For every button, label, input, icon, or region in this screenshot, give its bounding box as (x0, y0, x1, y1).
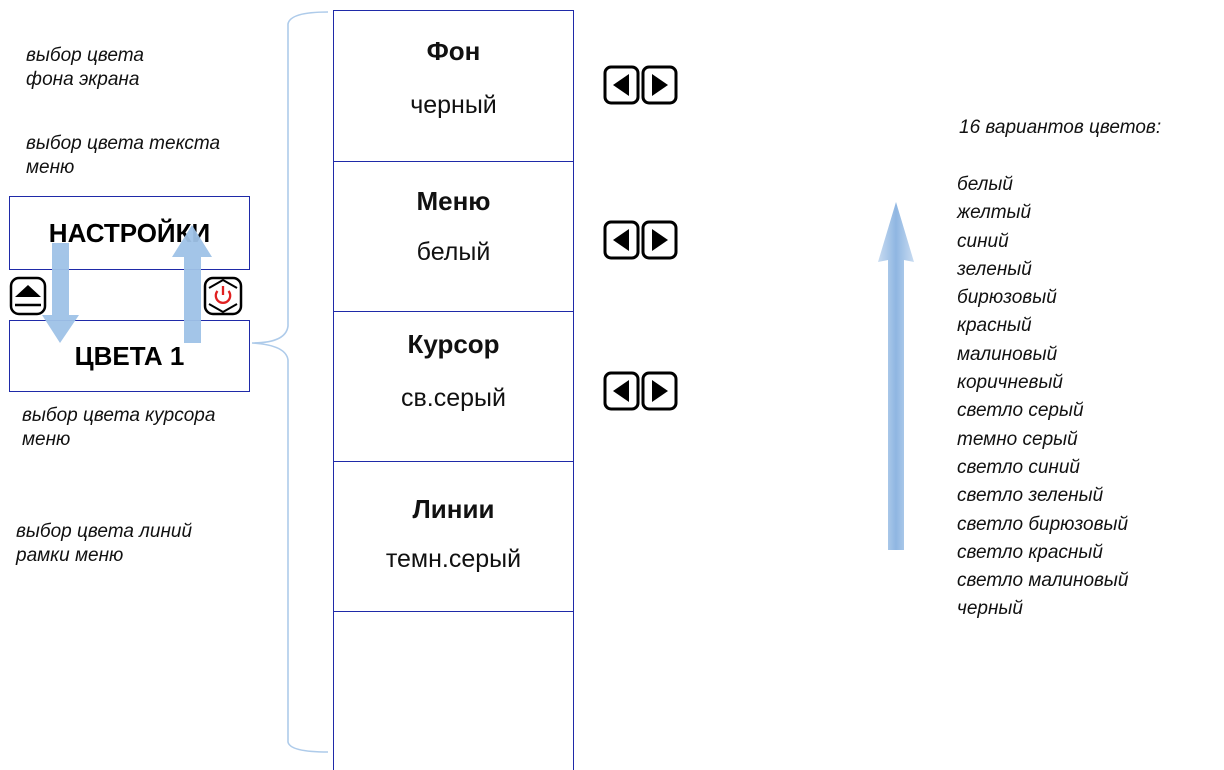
list-item: зеленый (957, 258, 1032, 280)
colors1-menu-label: ЦВЕТА 1 (74, 340, 185, 371)
list-item: белый (957, 174, 1013, 195)
menu-item-value: белый (416, 238, 491, 266)
list-item: черный (957, 598, 1023, 620)
down-arrow-icon (42, 243, 79, 343)
list-item: коричневый (957, 372, 1063, 394)
menu-item-menu[interactable]: Меню белый (334, 161, 573, 312)
list-item: желтый (957, 202, 1032, 224)
list-item: светло красный (957, 541, 1103, 563)
menu-item-value: черный (410, 91, 497, 119)
menu-item-cursor[interactable]: Курсор св.серый (334, 311, 573, 462)
list-item: синий (957, 230, 1009, 252)
list-item: светло бирюзовый (957, 513, 1129, 535)
note-lines-color: выбор цвета линий рамки меню (16, 521, 193, 566)
menu-item-value: темн.серый (385, 545, 522, 573)
list-item: светло синий (957, 456, 1080, 478)
color-variants-list: белый желтый синий зеленый бирюзовый кра… (957, 171, 1128, 624)
menu-item-title: Меню (416, 186, 491, 216)
up-button-icon (9, 276, 47, 316)
colors-menu-panel: Фон черный Меню белый Курсор св.серый Ли… (333, 10, 574, 770)
menu-item-title: Фон (426, 36, 481, 66)
list-item: светло малиновый (957, 570, 1129, 592)
left-right-arrows-icon[interactable] (603, 220, 679, 260)
menu-item-background[interactable]: Фон черный (334, 11, 573, 162)
power-button-icon (203, 276, 243, 316)
note-background-color: выбор цвета фона экрана (26, 45, 144, 90)
list-item: светло зеленый (957, 485, 1104, 507)
menu-item-lines[interactable]: Линии темн.серый (334, 461, 573, 612)
left-right-arrows-icon[interactable] (603, 371, 679, 411)
menu-item-title: Линии (412, 494, 495, 524)
up-arrow-icon (878, 202, 914, 550)
left-right-arrows-icon[interactable] (603, 65, 679, 105)
navigation-arrows (9, 225, 243, 343)
colors1-menu-box[interactable]: ЦВЕТА 1 (9, 320, 250, 392)
variants-title: 16 вариантов цветов: (959, 117, 1162, 138)
list-item: бирюзовый (957, 287, 1057, 309)
list-item: темно серый (957, 428, 1078, 450)
list-item: светло серый (957, 400, 1084, 422)
note-cursor-color: выбор цвета курсора меню (22, 405, 216, 450)
list-item: малиновый (957, 343, 1058, 365)
up-arrow-icon (172, 225, 212, 343)
note-menu-text-color: выбор цвета текста меню (26, 133, 221, 178)
list-item: красный (957, 315, 1032, 337)
menu-item-value: св.серый (401, 384, 506, 412)
curly-brace (251, 11, 329, 753)
settings-menu-box[interactable]: НАСТРОЙКИ (9, 196, 250, 270)
menu-item-title: Курсор (407, 329, 500, 359)
